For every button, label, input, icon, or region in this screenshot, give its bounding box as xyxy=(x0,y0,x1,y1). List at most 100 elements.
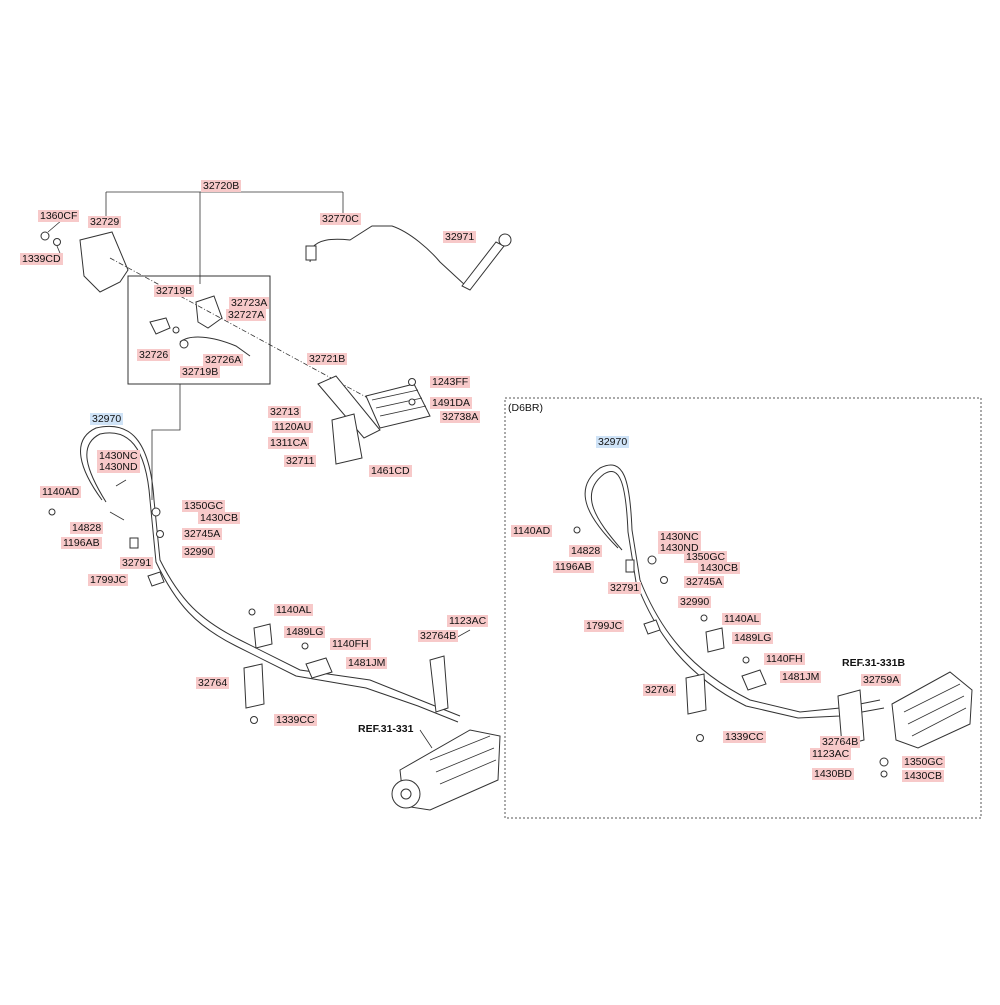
bolt-1140al-left xyxy=(248,608,256,616)
label-32764b-right: 32764B xyxy=(820,736,861,748)
label-1491da: 1491DA xyxy=(430,397,472,409)
label-1123ac-right: 1123AC xyxy=(810,748,852,760)
cable-32970-left xyxy=(80,425,461,717)
label-1799jc-left: 1799JC xyxy=(88,574,129,586)
label-1360cf: 1360CF xyxy=(38,210,80,222)
injection-pump-right xyxy=(891,671,973,749)
label-1140ad-left: 1140AD xyxy=(40,486,82,498)
label-32791-left: 32791 xyxy=(120,557,154,569)
bracket-plate-32729 xyxy=(79,231,129,293)
label-1140fh-right: 1140FH xyxy=(764,653,805,665)
bracket-1481jm-left xyxy=(305,657,333,679)
bracket-32764b-left xyxy=(429,655,449,713)
label-1350gc-right-lower: 1350GC xyxy=(902,756,946,768)
label-1430bd-right: 1430BD xyxy=(812,768,854,780)
label-1339cc-left: 1339CC xyxy=(274,714,317,726)
pedal-base-32711 xyxy=(331,413,363,465)
pedal-pad-32738a xyxy=(365,383,431,429)
washer-1339cd xyxy=(53,238,61,246)
label-1430nc-right: 1430NC xyxy=(658,531,701,543)
label-1339cc-right: 1339CC xyxy=(723,731,766,743)
label-1430cb-right-lower: 1430CB xyxy=(902,770,944,782)
clip-32791-left xyxy=(129,537,139,549)
label-32726a: 32726A xyxy=(203,354,244,366)
label-1350gc-left: 1350GC xyxy=(182,500,226,512)
label-1120au: 1120AU xyxy=(272,421,314,433)
fitting-1350gc-left xyxy=(151,507,161,517)
nut-32745a-left xyxy=(156,530,164,538)
bolt-1140al-right xyxy=(700,614,708,622)
center-line xyxy=(109,257,391,411)
label-1430nc-left: 1430NC xyxy=(97,450,140,462)
label-1350gc-right: 1350GC xyxy=(684,551,728,563)
pump-hub-left xyxy=(400,788,412,800)
bracket-32764-right xyxy=(685,673,707,715)
clip-1799jc-right xyxy=(643,619,661,635)
label-32720b: 32720B xyxy=(201,180,242,192)
label-32719b-lower: 32719B xyxy=(180,366,221,378)
label-32791-right: 32791 xyxy=(608,582,642,594)
bracket-32764b-right xyxy=(837,689,865,747)
label-32759a-right: 32759A xyxy=(861,674,902,686)
bolt-1140fh-left xyxy=(301,642,309,650)
bolt-1140ad-right xyxy=(573,526,581,534)
label-variant-d6br: (D6BR) xyxy=(508,402,544,414)
nut-1350gc-right xyxy=(879,757,889,767)
joint-32719b xyxy=(179,339,189,349)
label-1140fh-left: 1140FH xyxy=(330,638,371,650)
label-1196ab-right: 1196AB xyxy=(553,561,594,573)
label-32770c: 32770C xyxy=(320,213,361,225)
end-cap-32971 xyxy=(498,233,512,247)
label-32719b-upper: 32719B xyxy=(154,285,195,297)
label-1799jc-right: 1799JC xyxy=(584,620,625,632)
label-1430nd-left: 1430ND xyxy=(97,461,140,473)
label-ref-31-331: REF.31-331 xyxy=(358,723,414,735)
label-32971: 32971 xyxy=(443,231,477,243)
washer-1491da xyxy=(408,398,416,406)
bracket-1481jm-right xyxy=(741,669,767,691)
label-32721b: 32721B xyxy=(307,353,348,365)
label-1243ff: 1243FF xyxy=(430,376,471,388)
nut-1339cc-right xyxy=(696,734,704,742)
bolt-1140ad-left xyxy=(48,508,56,516)
label-32764-right: 32764 xyxy=(643,684,677,696)
label-1140al-left: 1140AL xyxy=(274,604,314,616)
pin-32719b xyxy=(172,326,180,334)
label-1123ac-left: 1123AC xyxy=(447,615,489,627)
label-1140al-right: 1140AL xyxy=(722,613,762,625)
nut-32745a-right xyxy=(660,576,668,584)
washer-1430cb-right xyxy=(880,770,888,778)
label-1489lg-right: 1489LG xyxy=(732,632,774,644)
rod-32971 xyxy=(461,241,505,291)
label-14828-right: 14828 xyxy=(569,545,603,557)
label-1461cd: 1461CD xyxy=(369,465,412,477)
clip-32791-right xyxy=(625,559,635,573)
label-32970-left: 32970 xyxy=(90,413,124,425)
label-32738a: 32738A xyxy=(440,411,481,423)
bolt-1243ff xyxy=(408,378,416,386)
label-32726: 32726 xyxy=(137,349,171,361)
label-ref-31-331b: REF.31-331B xyxy=(842,657,906,669)
bracket-32764-left xyxy=(243,663,265,709)
label-32727a: 32727A xyxy=(226,309,267,321)
clip-1799jc-left xyxy=(147,571,165,587)
label-1140ad-right: 1140AD xyxy=(511,525,553,537)
fitting-32770c xyxy=(305,245,317,261)
label-32990-left: 32990 xyxy=(182,546,216,558)
label-1481jm-right: 1481JM xyxy=(780,671,822,683)
label-32990-right: 32990 xyxy=(678,596,712,608)
bracket-1489lg-right xyxy=(705,627,725,653)
cable-32770c xyxy=(309,225,467,287)
label-32745a-right: 32745A xyxy=(684,576,725,588)
bracket-1489lg-left xyxy=(253,623,273,649)
detail-inset-box xyxy=(127,275,271,385)
cable-32970-right xyxy=(584,464,881,713)
label-32970-right: 32970 xyxy=(596,436,630,448)
bolt-1140fh-right xyxy=(742,656,750,664)
label-32713: 32713 xyxy=(268,406,302,418)
label-32764-left: 32764 xyxy=(196,677,230,689)
label-1339cd: 1339CD xyxy=(20,253,63,265)
clip-32726 xyxy=(149,317,171,335)
